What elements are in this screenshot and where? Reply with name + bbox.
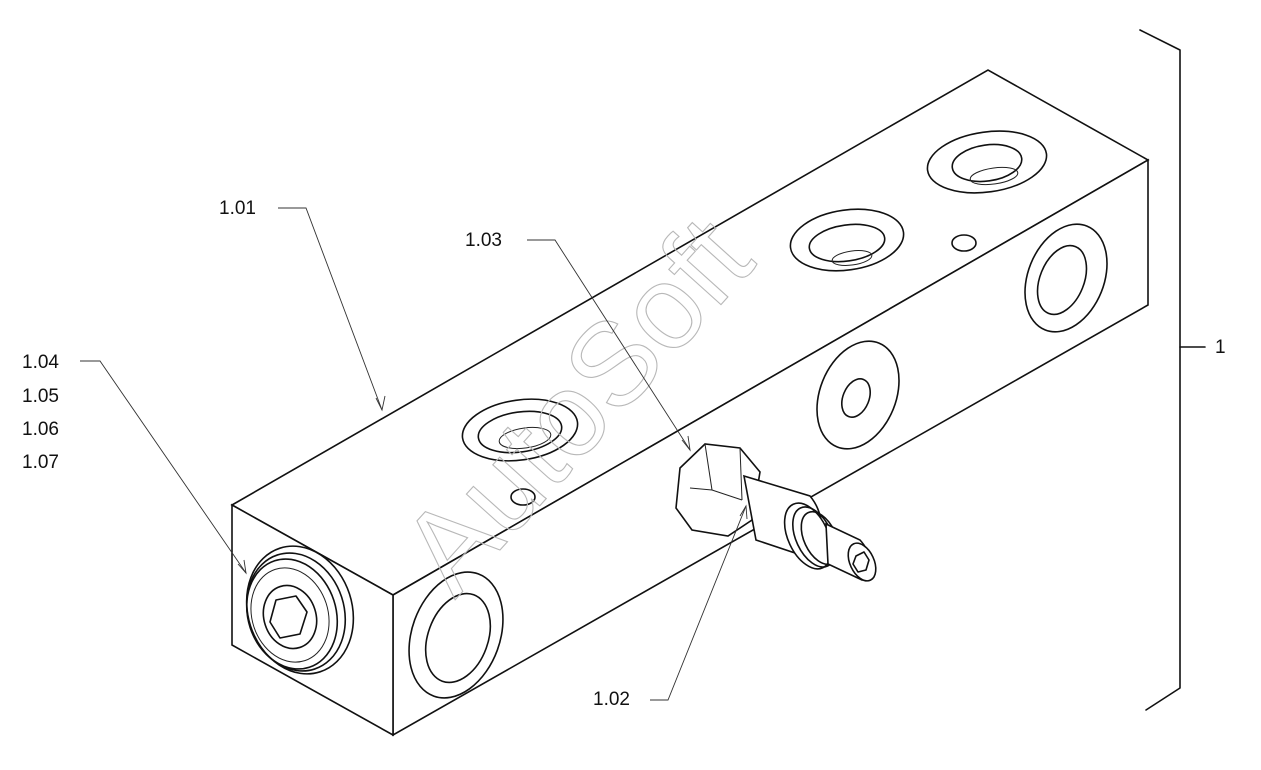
leader-1-02 — [650, 505, 747, 701]
arrow-1-04 — [237, 559, 247, 575]
top-port-middle — [789, 208, 905, 272]
arrow-1-02 — [739, 504, 748, 520]
top-port-large-bore — [498, 426, 552, 450]
callout-1-07: 1.07 — [22, 452, 59, 473]
valve-hex-edge-3 — [689, 487, 713, 491]
plug-head-inner — [250, 567, 330, 663]
assembly-bracket — [1139, 29, 1206, 711]
top-port-large-inner — [477, 410, 563, 454]
plug-hex-socket — [269, 595, 308, 639]
leader-lines — [80, 207, 748, 701]
plug-socket-ring — [262, 584, 318, 650]
front-port-left-inner — [424, 592, 492, 684]
callout-1-05: 1.05 — [22, 386, 59, 407]
leader-1-01 — [278, 207, 383, 411]
front-port-left — [408, 571, 504, 699]
block-end-face — [231, 503, 394, 737]
leader-1-03 — [527, 239, 691, 451]
top-port-middle-inner — [808, 223, 886, 263]
front-ports — [408, 223, 1108, 699]
callout-1-03: 1.03 — [465, 230, 502, 251]
valve-hex-edge-1 — [704, 443, 713, 491]
front-port-right-inner — [1036, 244, 1088, 316]
end-plug — [245, 545, 355, 675]
callout-1-01: 1.01 — [219, 198, 256, 219]
leader-1-04 — [80, 360, 247, 574]
valve-hex-edge-2 — [739, 447, 743, 501]
arrow-1-03 — [681, 435, 691, 452]
top-port-large — [461, 398, 579, 462]
callout-1-06: 1.06 — [22, 419, 59, 440]
callout-assembly-1: 1 — [1215, 337, 1226, 358]
manifold-block — [230, 69, 1150, 737]
top-port-middle-bore — [831, 250, 873, 266]
callout-1-04: 1.04 — [22, 352, 59, 373]
valve-hex-edge-4 — [711, 489, 743, 501]
bracket-line — [1139, 29, 1181, 711]
callout-1-02: 1.02 — [593, 689, 630, 710]
front-port-right — [1024, 223, 1108, 333]
front-port-middle-inner — [841, 378, 871, 418]
front-port-middle — [816, 340, 900, 450]
top-port-right — [926, 130, 1048, 194]
top-port-right-bore — [969, 166, 1019, 186]
top-pin-hole-1 — [510, 488, 536, 506]
top-ports — [461, 130, 1048, 506]
valve-stem-end — [847, 542, 877, 582]
arrow-1-01 — [375, 395, 386, 412]
valve-stem-socket — [852, 551, 870, 573]
top-pin-hole-2 — [951, 234, 977, 252]
cartridge-valve — [675, 443, 877, 582]
plug-head — [245, 558, 339, 670]
top-port-right-inner — [951, 143, 1023, 183]
